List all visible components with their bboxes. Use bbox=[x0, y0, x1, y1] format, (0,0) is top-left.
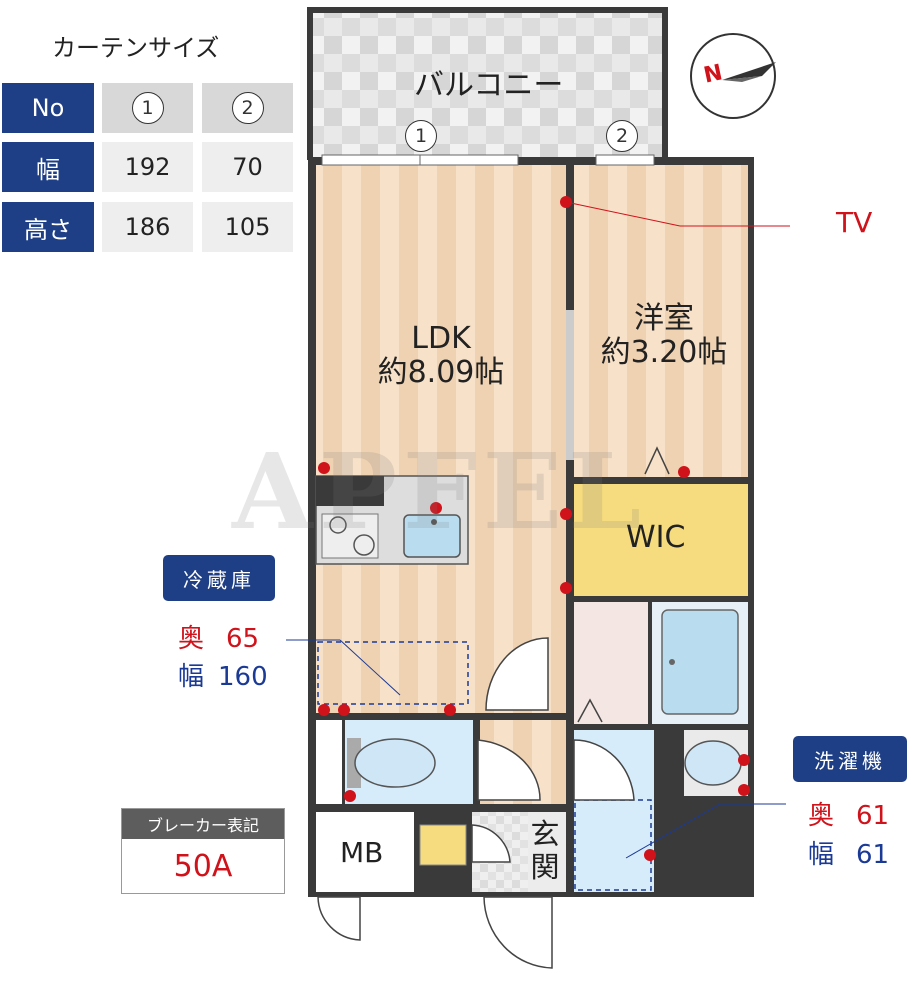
western-room-name: 洋室 bbox=[634, 301, 694, 336]
wic-area bbox=[574, 484, 748, 596]
window-number-badge: 2 bbox=[231, 92, 264, 124]
window-2-badge: 2 bbox=[606, 120, 638, 152]
breaker-box: ブレーカー表記 50A bbox=[121, 808, 285, 894]
storage-small bbox=[316, 720, 342, 804]
western-room-floor bbox=[574, 165, 748, 477]
breaker-title: ブレーカー表記 bbox=[122, 809, 284, 839]
ldk-label: LDK 約8.09帖 bbox=[336, 322, 546, 389]
western-room-size: 約3.20帖 bbox=[600, 334, 728, 370]
curtain-height-1: 186 bbox=[102, 202, 193, 252]
western-room-label: 洋室 約3.20帖 bbox=[584, 302, 744, 369]
washroom-floor bbox=[574, 602, 648, 724]
breaker-value: 50A bbox=[173, 848, 233, 884]
watermark: APFEL bbox=[232, 430, 648, 553]
entrance-label: 玄 関 bbox=[530, 817, 560, 885]
window-1-badge: 1 bbox=[405, 120, 437, 152]
fridge-tag: 冷蔵庫 bbox=[163, 555, 275, 601]
washer-tag: 洗濯機 bbox=[793, 736, 907, 782]
curtain-width-1: 192 bbox=[102, 142, 193, 192]
curtain-row-width-label: 幅 bbox=[2, 142, 94, 192]
mb-area bbox=[316, 812, 414, 892]
tv-label: TV bbox=[836, 206, 873, 239]
bathtub bbox=[661, 609, 739, 715]
compass-icon bbox=[690, 33, 776, 119]
balcony-area bbox=[310, 10, 665, 160]
curtain-width-2: 70 bbox=[202, 142, 293, 192]
balcony-label: バルコニー bbox=[414, 68, 564, 103]
curtain-col-1: 1 bbox=[102, 83, 193, 133]
outlet-markers bbox=[318, 196, 750, 861]
curtain-height-2: 105 bbox=[202, 202, 293, 252]
curtain-size-title: カーテンサイズ bbox=[52, 34, 220, 62]
curtain-header-no: No bbox=[2, 83, 94, 133]
curtain-row-height-label: 高さ bbox=[2, 202, 94, 252]
ldk-floor bbox=[316, 165, 566, 713]
ldk-name: LDK bbox=[411, 321, 471, 356]
mb-label: MB bbox=[340, 836, 384, 869]
fridge-footprint bbox=[317, 641, 469, 705]
window-number-badge: 1 bbox=[131, 92, 164, 124]
curtain-col-2: 2 bbox=[202, 83, 293, 133]
ldk-size: 約8.09帖 bbox=[377, 354, 505, 390]
wic-label: WIC bbox=[626, 520, 686, 555]
washer-pan bbox=[574, 799, 652, 891]
window-2 bbox=[595, 154, 655, 166]
